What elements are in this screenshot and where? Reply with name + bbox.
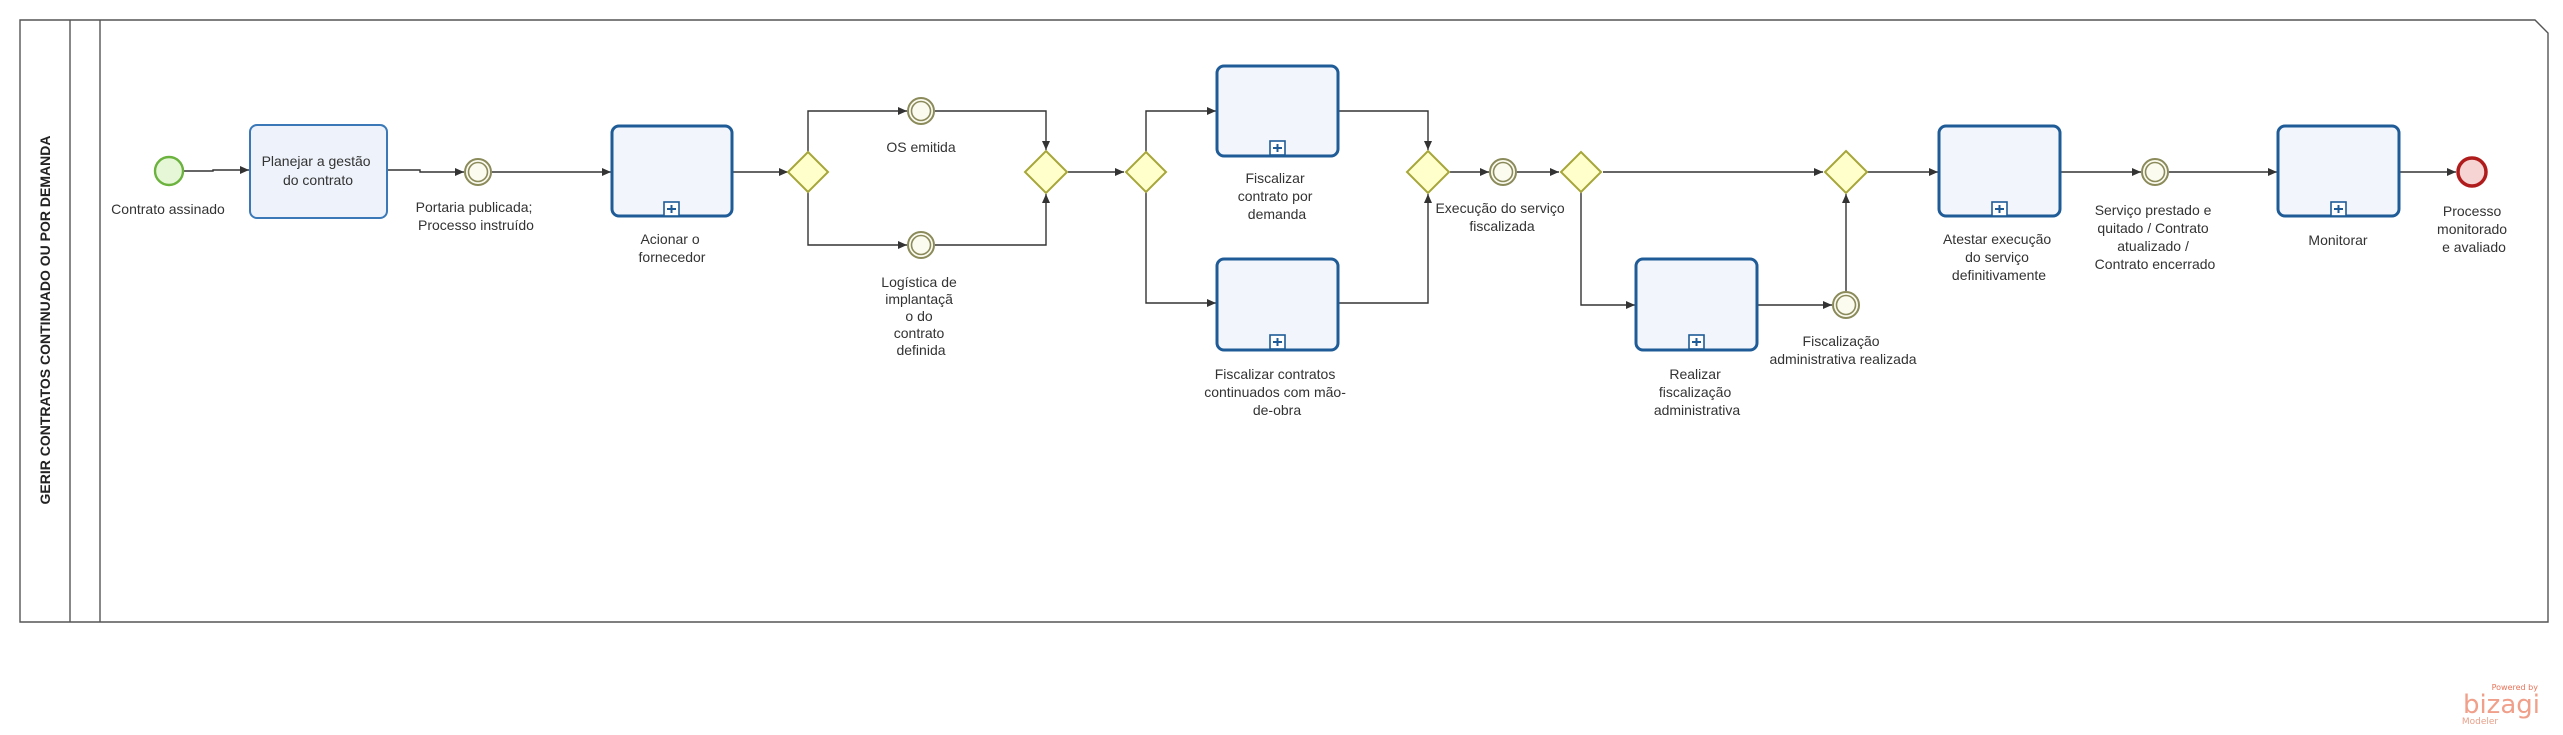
event-portaria-label: Portaria publicada; Processo instruído — [416, 199, 537, 233]
subprocess-realizar-label: Realizar fiscalização administrativa — [1654, 366, 1741, 418]
subprocess-acionar-label: Acionar o fornecedor — [639, 231, 706, 265]
flow-gw5-to-realizar — [1580, 192, 1635, 309]
flow-continuados-to-gw4 — [1338, 194, 1432, 304]
subprocess-fiscalizar-continuados[interactable]: Fiscalizar contratos continuados com mão… — [1204, 257, 1350, 418]
flow-gw1-to-logistica — [807, 192, 907, 249]
start-event[interactable]: Contrato assinado — [111, 155, 225, 217]
subprocess-atestar-label: Atestar execução do serviço definitivame… — [1943, 231, 2055, 283]
event-logistica[interactable]: Logística de implantaçã o do contrato de… — [881, 231, 960, 358]
end-event-label: Processo monitorado e avaliado — [2437, 203, 2511, 255]
gateway-join-3[interactable] — [1823, 149, 1869, 195]
flow-gw1-to-os — [807, 107, 907, 152]
flow-demanda-to-gw4 — [1338, 110, 1432, 150]
event-portaria[interactable]: Portaria publicada; Processo instruído — [416, 158, 537, 233]
subprocess-monitorar-label: Monitorar — [2308, 232, 2367, 248]
gateway-join-2[interactable] — [1405, 149, 1451, 195]
gateway-split-2[interactable] — [1124, 150, 1168, 194]
event-execucao-label: Execução do serviço fiscalizada — [1435, 200, 1568, 234]
event-fiscalizacao-adm[interactable]: Fiscalização administrativa realizada — [1769, 291, 1917, 367]
flow-logistica-to-gw2 — [935, 194, 1050, 246]
logo-brand-text: bizagi — [2463, 690, 2540, 720]
gateway-split-1[interactable] — [786, 150, 830, 194]
subprocess-fiscalizar-demanda-label: Fiscalizar contrato por demanda — [1238, 170, 1317, 222]
task-planejar[interactable]: Planejar a gestão do contrato — [249, 124, 388, 219]
subprocess-atestar[interactable]: Atestar execução do serviço definitivame… — [1937, 124, 2062, 283]
subprocess-acionar[interactable]: Acionar o fornecedor — [610, 124, 734, 265]
end-event[interactable]: Processo monitorado e avaliado — [2437, 156, 2511, 255]
event-servico-prestado[interactable]: Serviço prestado e quitado / Contrato at… — [2095, 158, 2216, 272]
start-event-label: Contrato assinado — [111, 201, 225, 217]
subprocess-monitorar[interactable]: Monitorar — [2276, 124, 2401, 248]
task-planejar-label: Planejar a gestão do contrato — [262, 153, 375, 188]
event-execucao[interactable]: Execução do serviço fiscalizada — [1435, 158, 1568, 234]
logo-top-text: Powered by — [2492, 683, 2539, 692]
event-servico-label: Serviço prestado e quitado / Contrato at… — [2095, 202, 2216, 272]
sequence-flows — [183, 107, 2456, 309]
bizagi-logo: Powered by bizagi Modeler — [2462, 683, 2540, 727]
flow-os-to-gw2 — [935, 110, 1050, 150]
subprocess-fiscalizar-continuados-label: Fiscalizar contratos continuados com mão… — [1204, 366, 1350, 418]
event-os-label: OS emitida — [886, 139, 955, 155]
flow-gw3-to-demanda — [1145, 107, 1216, 152]
pool-title: GERIR CONTRATOS CONTINUADO OU POR DEMAND… — [37, 136, 53, 505]
event-logistica-label: Logística de implantaçã o do contrato de… — [881, 274, 960, 358]
logo-sub-text: Modeler — [2462, 717, 2499, 727]
flow-start-to-planejar — [183, 166, 249, 174]
gateway-split-3[interactable] — [1559, 150, 1603, 194]
event-os-emitida[interactable]: OS emitida — [886, 97, 956, 155]
flow-gw3-to-continuados — [1145, 192, 1216, 307]
subprocess-fiscalizar-demanda[interactable]: Fiscalizar contrato por demanda — [1215, 64, 1340, 222]
event-fiscalizacao-adm-label: Fiscalização administrativa realizada — [1769, 333, 1916, 367]
subprocess-realizar-fiscalizacao[interactable]: Realizar fiscalização administrativa — [1634, 257, 1759, 418]
flow-planejar-to-portaria — [387, 168, 464, 176]
gateway-join-1[interactable] — [1023, 149, 1069, 195]
